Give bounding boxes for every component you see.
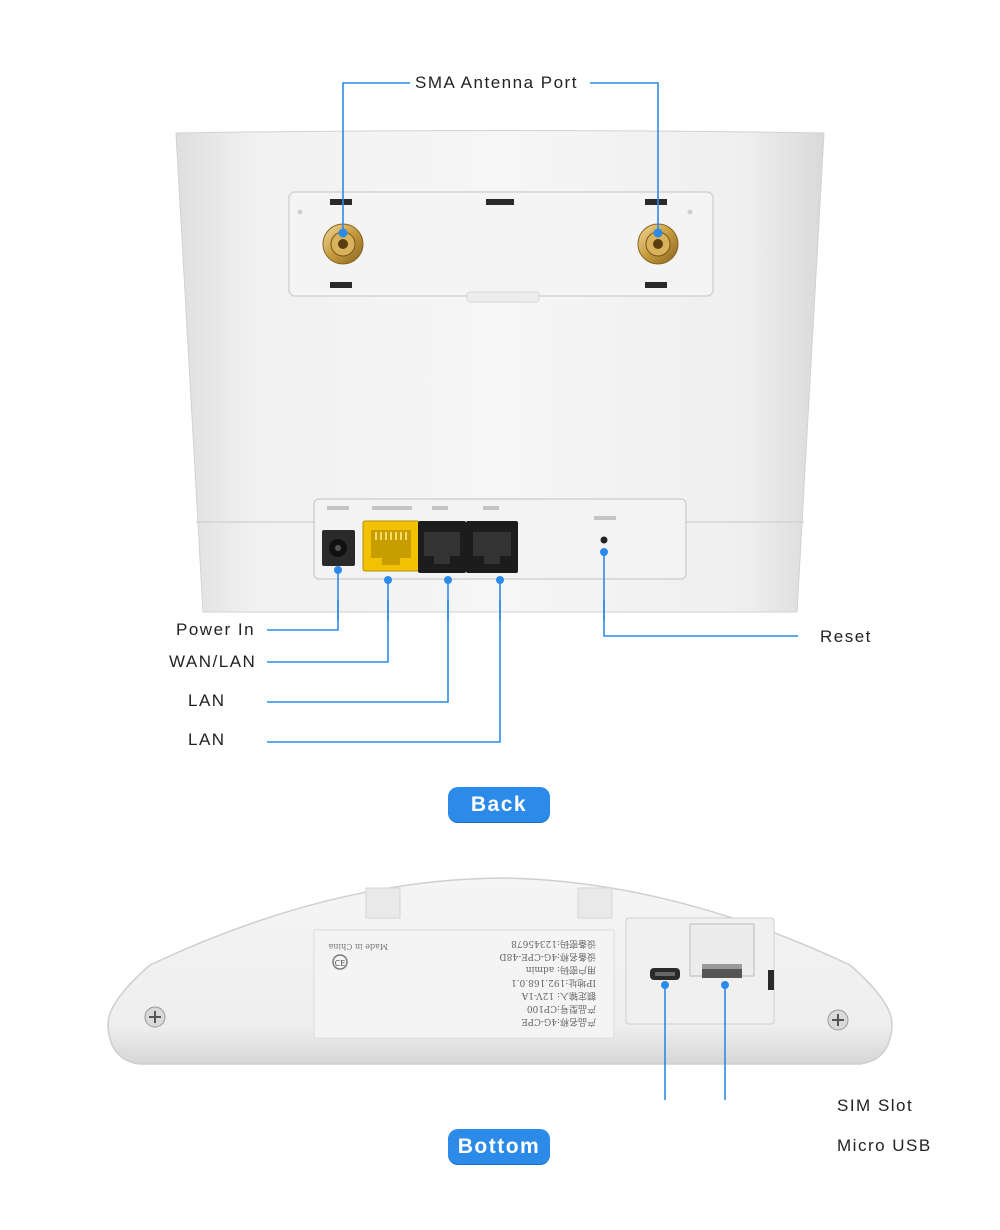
power-jack [322, 530, 355, 566]
sticker-line-7: 产品名称:4G-CPE [521, 1016, 596, 1026]
sticker-line-4: IP地址:192.168.0.1 [510, 977, 596, 987]
screw-right [827, 1009, 849, 1031]
label-micro-usb: Micro USB [837, 1136, 932, 1155]
router-bottom-view: CE [107, 877, 893, 1100]
label-sma-antenna-port: SMA Antenna Port [415, 73, 578, 92]
label-sim-slot: SIM Slot [837, 1096, 914, 1115]
screw-left [144, 1006, 166, 1028]
sticker-text-block: 产品名称:4G-CPE 产品型号:CP100 额定输入: 12V-1A IP地址… [318, 935, 610, 1035]
badge-back: Back [448, 787, 550, 822]
label-lan-2: LAN [188, 730, 226, 749]
sim-slot [689, 923, 755, 978]
sticker-line-3: 用户密码: admin [525, 964, 596, 974]
sticker-line-2: 设备名称:4G-CPE-48D [499, 951, 596, 961]
sticker-line-6: 产品型号:CP100 [526, 1003, 596, 1013]
label-reset: Reset [820, 627, 872, 646]
label-lan-1: LAN [188, 691, 226, 710]
label-power-in: Power In [176, 620, 256, 639]
badge-bottom: Bottom [448, 1129, 550, 1164]
router-back-view [175, 82, 825, 620]
sticker-made-in: Made in China [328, 942, 388, 951]
wan-lan-port [362, 520, 420, 572]
sticker-line-5: 额定输入: 12V-1A [521, 990, 596, 1000]
callout-lines-lower [267, 600, 798, 743]
label-wan-lan: WAN/LAN [169, 652, 257, 671]
lan-port-2 [466, 521, 518, 573]
sma-connector-right [637, 223, 679, 265]
svg-text:CE: CE [335, 959, 346, 968]
lan-port-1 [418, 521, 466, 573]
reset-pinhole [600, 536, 608, 544]
certification-mark-icon: CE [332, 954, 348, 970]
sma-connector-left [322, 223, 364, 265]
sticker-line-1: 设备密码:12345678 [511, 938, 596, 948]
product-sticker [313, 929, 615, 1039]
